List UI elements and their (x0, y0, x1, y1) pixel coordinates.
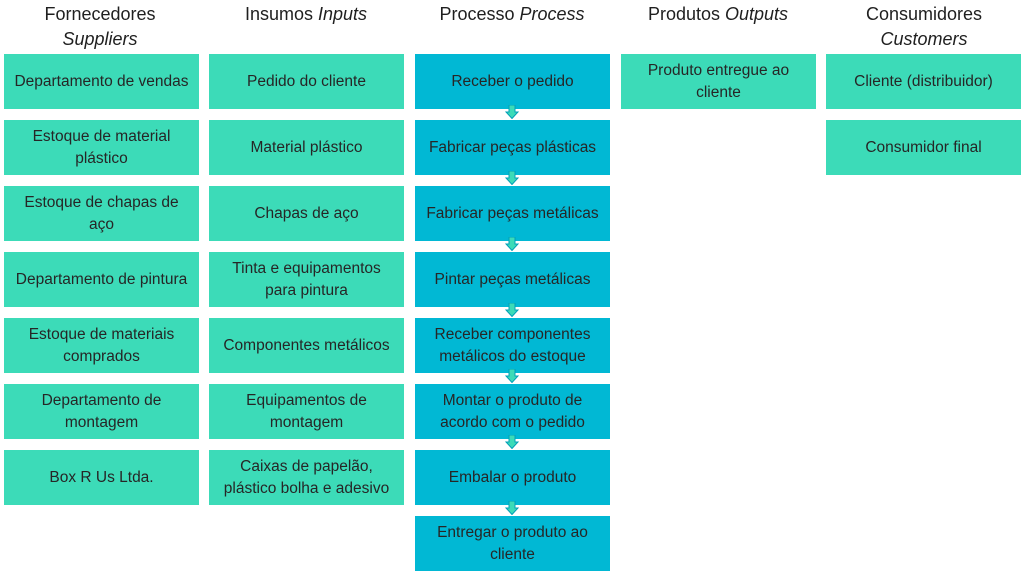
header-customers-pt: Consumidores (865, 4, 983, 24)
header-process-en: Process (519, 4, 585, 24)
input-box: Chapas de aço (209, 186, 404, 241)
input-box: Componentes metálicos (209, 318, 404, 373)
header-inputs-en: Inputs (318, 4, 368, 24)
input-box: Caixas de papelão, plástico bolha e ades… (209, 450, 404, 505)
header-suppliers-en: Suppliers (62, 29, 138, 49)
process-step-box: Pintar peças metálicas (415, 252, 610, 307)
supplier-box: Estoque de materiais comprados (4, 318, 199, 373)
down-arrow-icon (505, 369, 519, 383)
header-suppliers: Fornecedores Suppliers (0, 2, 200, 52)
supplier-box: Estoque de material plástico (4, 120, 199, 175)
supplier-box: Departamento de montagem (4, 384, 199, 439)
down-arrow-icon (505, 303, 519, 317)
process-step-box: Receber componentes metálicos do estoque (415, 318, 610, 373)
process-step-box: Entregar o produto ao cliente (415, 516, 610, 571)
header-process-pt: Processo (439, 4, 515, 24)
header-outputs-en: Outputs (725, 4, 789, 24)
process-step-box: Receber o pedido (415, 54, 610, 109)
supplier-box: Box R Us Ltda. (4, 450, 199, 505)
process-step-box: Montar o produto de acordo com o pedido (415, 384, 610, 439)
header-outputs: Produtos Outputs (618, 2, 818, 27)
output-box: Produto entregue ao cliente (621, 54, 816, 109)
input-box: Tinta e equipamentos para pintura (209, 252, 404, 307)
customer-box: Consumidor final (826, 120, 1021, 175)
process-step-box: Fabricar peças plásticas (415, 120, 610, 175)
header-suppliers-pt: Fornecedores (44, 4, 156, 24)
customer-box: Cliente (distribuidor) (826, 54, 1021, 109)
down-arrow-icon (505, 237, 519, 251)
down-arrow-icon (505, 171, 519, 185)
input-box: Pedido do cliente (209, 54, 404, 109)
down-arrow-icon (505, 501, 519, 515)
supplier-box: Estoque de chapas de aço (4, 186, 199, 241)
supplier-box: Departamento de vendas (4, 54, 199, 109)
process-step-box: Embalar o produto (415, 450, 610, 505)
down-arrow-icon (505, 435, 519, 449)
header-customers-en: Customers (880, 29, 968, 49)
header-inputs: Insumos Inputs (206, 2, 406, 27)
down-arrow-icon (505, 105, 519, 119)
header-outputs-pt: Produtos (647, 4, 720, 24)
input-box: Material plástico (209, 120, 404, 175)
header-inputs-pt: Insumos (244, 4, 313, 24)
header-customers: Consumidores Customers (824, 2, 1024, 52)
supplier-box: Departamento de pintura (4, 252, 199, 307)
input-box: Equipamentos de montagem (209, 384, 404, 439)
header-process: Processo Process (412, 2, 612, 27)
process-step-box: Fabricar peças metálicas (415, 186, 610, 241)
